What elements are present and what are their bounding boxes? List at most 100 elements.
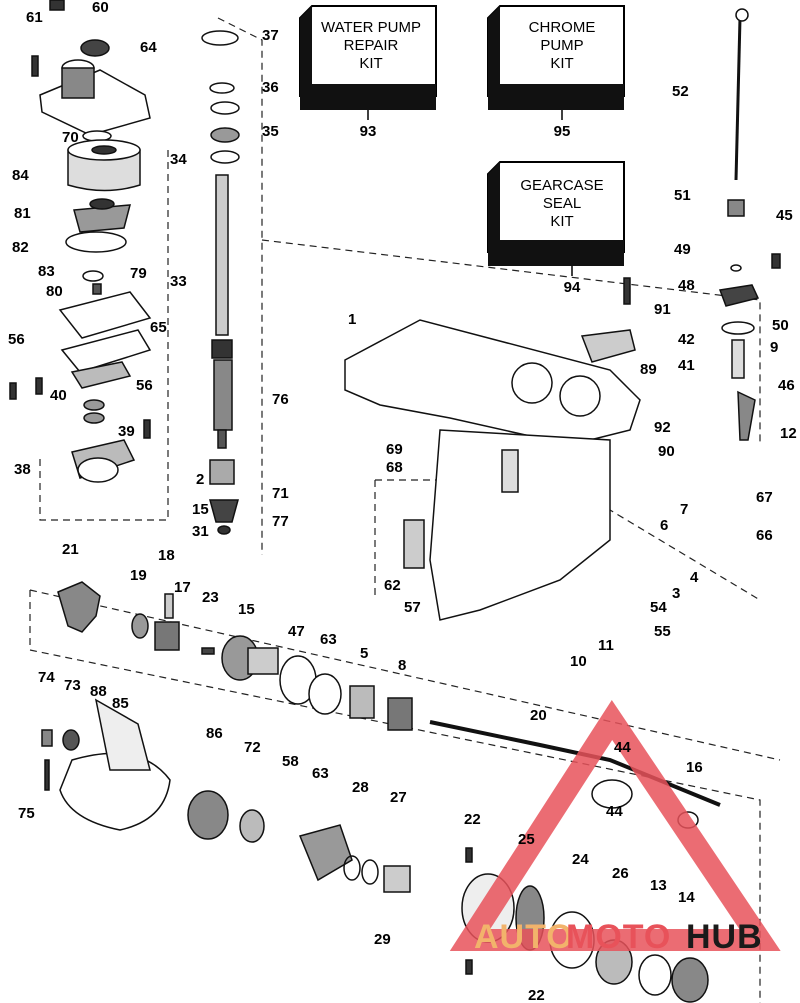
- callout-63b: 63: [312, 765, 329, 782]
- callout-72: 72: [244, 739, 261, 756]
- callout-45: 45: [776, 207, 793, 224]
- callout-46: 46: [778, 377, 795, 394]
- driveshaft-assembly: [201, 30, 240, 535]
- callout-76: 76: [272, 391, 289, 408]
- callout-15b: 15: [238, 601, 255, 618]
- callout-35: 35: [262, 123, 279, 140]
- callout-90: 90: [658, 443, 675, 460]
- kit-line: CHROME: [529, 19, 596, 36]
- shift-parts: [623, 8, 781, 441]
- watermark-part1: AUTO: [474, 918, 574, 956]
- callout-92: 92: [654, 419, 671, 436]
- callout-38: 38: [14, 461, 31, 478]
- callout-23: 23: [202, 589, 219, 606]
- callout-20: 20: [530, 707, 547, 724]
- callout-5: 5: [360, 645, 368, 662]
- callout-16: 16: [686, 759, 703, 776]
- callout-26: 26: [612, 865, 629, 882]
- callout-33: 33: [170, 273, 187, 290]
- callout-22b: 22: [528, 987, 545, 1003]
- callout-12: 12: [780, 425, 797, 442]
- kit-callout: 94: [564, 279, 581, 296]
- callout-18: 18: [158, 547, 175, 564]
- callout-64: 64: [140, 39, 157, 56]
- callout-41: 41: [678, 357, 695, 374]
- callout-63a: 63: [320, 631, 337, 648]
- callout-82: 82: [12, 239, 29, 256]
- callout-44a: 44: [614, 739, 631, 756]
- callout-39: 39: [118, 423, 135, 440]
- callout-7: 7: [680, 501, 688, 518]
- callout-58: 58: [282, 753, 299, 770]
- callout-labels: 1 2 3 4 5 6 7 8 9 10 11 12 13 14 15 15 1…: [8, 0, 797, 1003]
- kit-box-chrome-pump: CHROME PUMP KIT 95: [487, 5, 625, 140]
- kit-line: KIT: [359, 55, 382, 72]
- callout-77: 77: [272, 513, 289, 530]
- callout-44b: 44: [606, 803, 623, 820]
- callout-21: 21: [62, 541, 79, 558]
- callout-29: 29: [374, 931, 391, 948]
- callout-11: 11: [598, 637, 614, 654]
- callout-47: 47: [288, 623, 305, 640]
- callout-15a: 15: [192, 501, 209, 518]
- callout-84: 84: [12, 167, 29, 184]
- callout-17: 17: [174, 579, 191, 596]
- callout-88: 88: [90, 683, 107, 700]
- callout-75: 75: [18, 805, 35, 822]
- kit-line: PUMP: [540, 37, 583, 54]
- callout-24: 24: [572, 851, 589, 868]
- callout-56a: 56: [8, 331, 25, 348]
- callout-67: 67: [756, 489, 773, 506]
- callout-36: 36: [262, 79, 279, 96]
- kit-callout: 95: [554, 123, 571, 140]
- callout-54: 54: [650, 599, 667, 616]
- callout-42: 42: [678, 331, 695, 348]
- callout-68: 68: [386, 459, 403, 476]
- callout-73: 73: [64, 677, 81, 694]
- callout-3: 3: [672, 585, 680, 602]
- kit-line: SEAL: [543, 195, 581, 212]
- callout-80: 80: [46, 283, 63, 300]
- kit-box-gearcase-seal: GEARCASE SEAL KIT 94: [487, 161, 625, 296]
- kit-line: REPAIR: [344, 37, 399, 54]
- callout-14: 14: [678, 889, 695, 906]
- callout-70: 70: [62, 129, 79, 146]
- callout-79: 79: [130, 265, 147, 282]
- callout-69: 69: [386, 441, 403, 458]
- callout-74: 74: [38, 669, 55, 686]
- callout-89: 89: [640, 361, 657, 378]
- kit-callout: 93: [360, 123, 377, 140]
- water-pump-assembly: [9, 0, 152, 483]
- callout-49: 49: [674, 241, 691, 258]
- callout-10: 10: [570, 653, 587, 670]
- callout-65: 65: [150, 319, 167, 336]
- callout-86: 86: [206, 725, 223, 742]
- kit-line: KIT: [550, 55, 573, 72]
- callout-40: 40: [50, 387, 67, 404]
- guide-lines: [29, 17, 781, 1003]
- callout-51: 51: [674, 187, 691, 204]
- callout-50: 50: [772, 317, 789, 334]
- callout-52: 52: [672, 83, 689, 100]
- kit-line: WATER PUMP: [321, 19, 421, 36]
- callout-28: 28: [352, 779, 369, 796]
- callout-22a: 22: [464, 811, 481, 828]
- callout-60: 60: [92, 0, 109, 16]
- callout-1: 1: [348, 311, 356, 328]
- watermark-part2: MOTO: [566, 918, 671, 956]
- callout-13: 13: [650, 877, 667, 894]
- callout-57: 57: [404, 599, 421, 616]
- callout-56b: 56: [136, 377, 153, 394]
- callout-8: 8: [398, 657, 406, 674]
- callout-66: 66: [756, 527, 773, 544]
- gearcase-housing: [344, 319, 641, 621]
- callout-71: 71: [272, 485, 289, 502]
- callout-4: 4: [690, 569, 699, 586]
- callout-19: 19: [130, 567, 147, 584]
- callout-9: 9: [770, 339, 778, 356]
- watermark-part3: HUB: [686, 918, 763, 956]
- callout-55: 55: [654, 623, 671, 640]
- callout-48: 48: [678, 277, 695, 294]
- callout-91: 91: [654, 301, 671, 318]
